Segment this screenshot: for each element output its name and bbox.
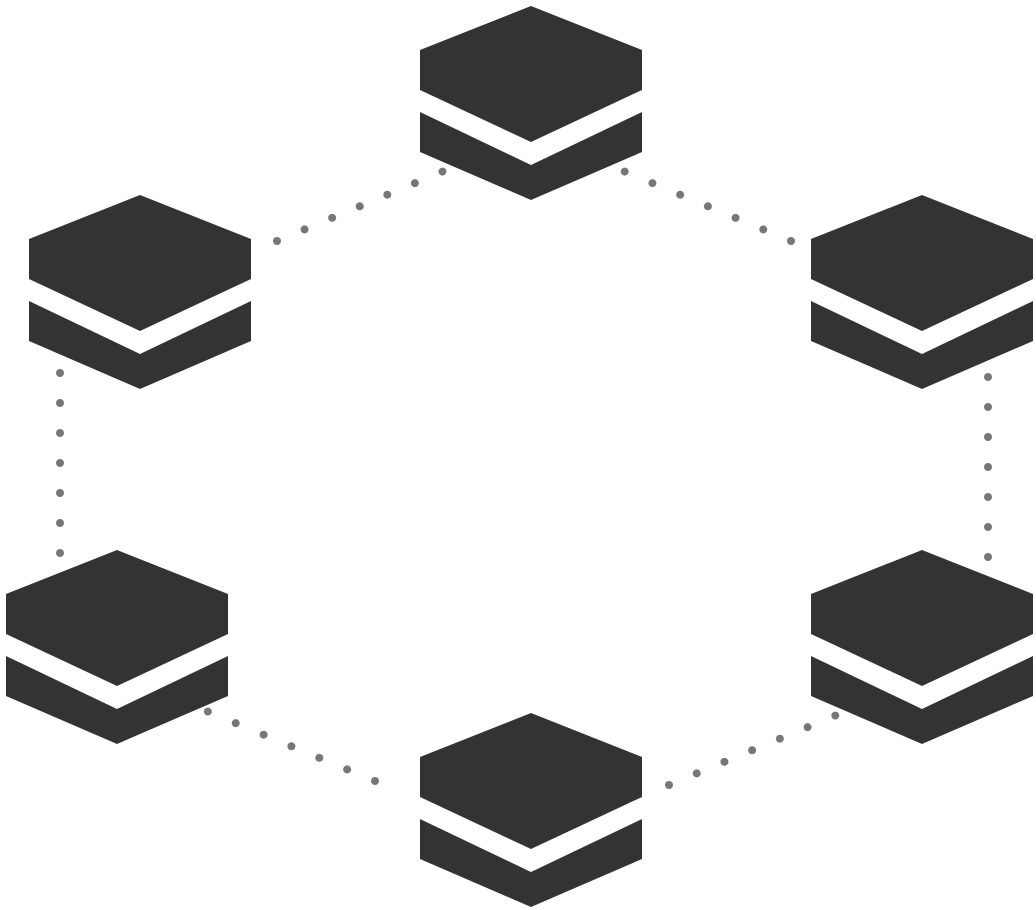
link-dot (438, 167, 447, 176)
node-upper-left (26, 191, 254, 389)
link-dot (984, 463, 992, 471)
link-dot (984, 523, 992, 531)
link-lower-left-bottom (176, 696, 379, 785)
link-upper-right-lower-right (984, 373, 992, 561)
link-dot (731, 213, 740, 222)
layer-top-fill (811, 195, 1033, 331)
link-dot (787, 237, 795, 245)
layer-top-fill (420, 6, 642, 142)
link-dot (984, 493, 992, 501)
link-top-upper-left (273, 156, 474, 245)
link-dot (383, 190, 392, 199)
link-dot (984, 553, 992, 561)
link-dot (410, 179, 419, 188)
link-dot (231, 719, 240, 728)
link-dot (720, 757, 729, 766)
link-dot (676, 190, 685, 199)
link-dot (620, 167, 629, 176)
link-dot (56, 399, 64, 407)
link-dot (371, 777, 379, 785)
link-dot (748, 746, 757, 755)
link-top-upper-right (593, 156, 795, 245)
layer-bottom (811, 656, 1033, 744)
node-lower-right (808, 546, 1036, 744)
link-dot (692, 769, 701, 778)
stacked-layers-icon (417, 2, 645, 200)
link-dot (984, 433, 992, 441)
node-lower-left (3, 546, 231, 744)
link-lower-right-bottom (665, 700, 867, 789)
layer-bottom (6, 656, 228, 744)
layer-bottom (420, 819, 642, 907)
link-dot (665, 781, 673, 789)
layer-top-fill (6, 550, 228, 686)
link-dot (315, 753, 324, 762)
stacked-layers-icon (808, 546, 1036, 744)
link-dot (355, 202, 364, 211)
layer-bottom (420, 112, 642, 200)
link-dot (984, 403, 992, 411)
link-dot (831, 711, 840, 720)
node-top (417, 2, 645, 200)
link-dot (259, 730, 268, 739)
link-dot (56, 519, 64, 527)
link-dot (300, 225, 309, 234)
link-dot (984, 373, 992, 381)
node-upper-right (808, 191, 1036, 389)
layer-top-fill (811, 550, 1033, 686)
nodes-layer (3, 2, 1036, 907)
layer-bottom (811, 301, 1033, 389)
stacked-layers-icon (808, 191, 1036, 389)
link-dot (343, 765, 352, 774)
link-dot (56, 489, 64, 497)
link-dot (273, 237, 281, 245)
link-dot (759, 225, 768, 234)
stacked-layers-icon (417, 709, 645, 907)
link-dot (56, 459, 64, 467)
stacked-layers-icon (3, 546, 231, 744)
layer-top-fill (29, 195, 251, 331)
link-dot (56, 429, 64, 437)
link-dot (328, 213, 337, 222)
link-dot (56, 369, 64, 377)
link-dot (703, 202, 712, 211)
link-dot (203, 707, 212, 716)
link-upper-left-lower-left (56, 369, 64, 557)
link-dot (648, 179, 657, 188)
layer-top-fill (420, 713, 642, 849)
link-dot (287, 742, 296, 751)
link-dot (56, 549, 64, 557)
node-bottom (417, 709, 645, 907)
stacked-layers-icon (26, 191, 254, 389)
link-dot (775, 734, 784, 743)
layer-bottom (29, 301, 251, 389)
link-dot (803, 723, 812, 732)
